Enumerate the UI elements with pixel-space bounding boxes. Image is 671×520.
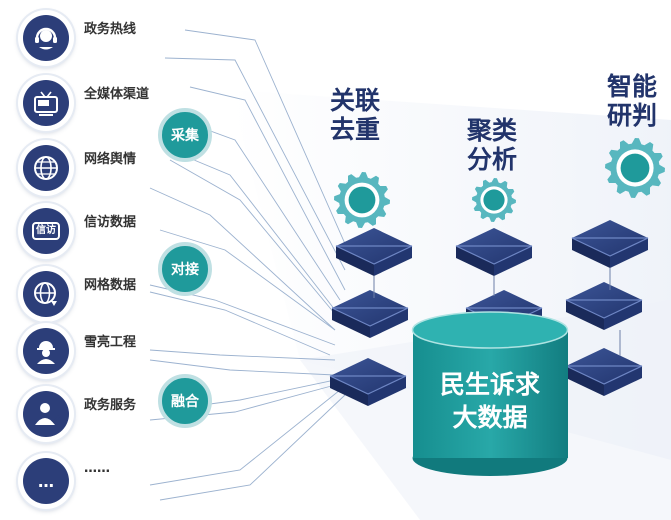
process-title-line: 研判 [606, 101, 657, 130]
source-item-media: 全媒体渠道 [18, 75, 258, 131]
source-label: …… [84, 461, 110, 476]
process-title-judge: 智能 研判 [597, 72, 667, 130]
more-icon: … [18, 453, 74, 509]
center-title-line: 民生诉求 [439, 370, 540, 399]
source-label: 网格数据 [84, 278, 137, 293]
cube-cables [373, 268, 621, 356]
more-icon-text: … [23, 458, 69, 504]
headset-icon [18, 10, 74, 66]
grid-globe-icon [18, 266, 74, 322]
gear-icon [472, 178, 516, 222]
source-item-hotline: 政务热线 [18, 10, 258, 66]
worker-helmet-icon [18, 323, 74, 379]
center-title: 民生诉求 大数据 [420, 368, 560, 434]
tv-icon [18, 75, 74, 131]
tag-merge: 融合 [158, 374, 212, 428]
gear-icon [334, 172, 390, 228]
center-title-line: 大数据 [452, 403, 528, 432]
process-title-line: 智能 [606, 72, 657, 101]
globe-icon [18, 140, 74, 196]
source-label: 网络舆情 [84, 152, 137, 167]
source-label: 政务服务 [84, 398, 137, 413]
process-title-line: 聚类 [466, 116, 517, 145]
source-item-opinion: 网络舆情 [18, 140, 258, 196]
gear-icon [605, 138, 665, 198]
source-item-service: 政务服务 [18, 386, 258, 442]
source-item-petition: 信访 信访数据 [18, 203, 258, 259]
process-title-cluster: 聚类 分析 [457, 116, 527, 174]
process-title-line: 分析 [466, 145, 517, 174]
source-label: 雪亮工程 [84, 335, 137, 350]
petition-icon-text: 信访 [32, 222, 60, 240]
big-data-cylinder [411, 311, 569, 476]
source-item-more: … …… [18, 453, 258, 509]
tag-collect: 采集 [158, 108, 212, 162]
tag-connect: 对接 [158, 242, 212, 296]
gear-group [334, 138, 665, 228]
source-item-grid: 网格数据 [18, 266, 258, 322]
source-label: 信访数据 [84, 215, 137, 230]
process-title-dedup: 关联 去重 [320, 86, 390, 144]
process-title-line: 关联 [329, 86, 380, 115]
source-label: 全媒体渠道 [84, 87, 150, 102]
service-person-icon [18, 386, 74, 442]
connector-lines [149, 29, 351, 501]
source-label: 政务热线 [84, 22, 137, 37]
process-title-line: 去重 [329, 115, 380, 144]
petition-icon: 信访 [18, 203, 74, 259]
source-item-xueliang: 雪亮工程 [18, 323, 258, 379]
